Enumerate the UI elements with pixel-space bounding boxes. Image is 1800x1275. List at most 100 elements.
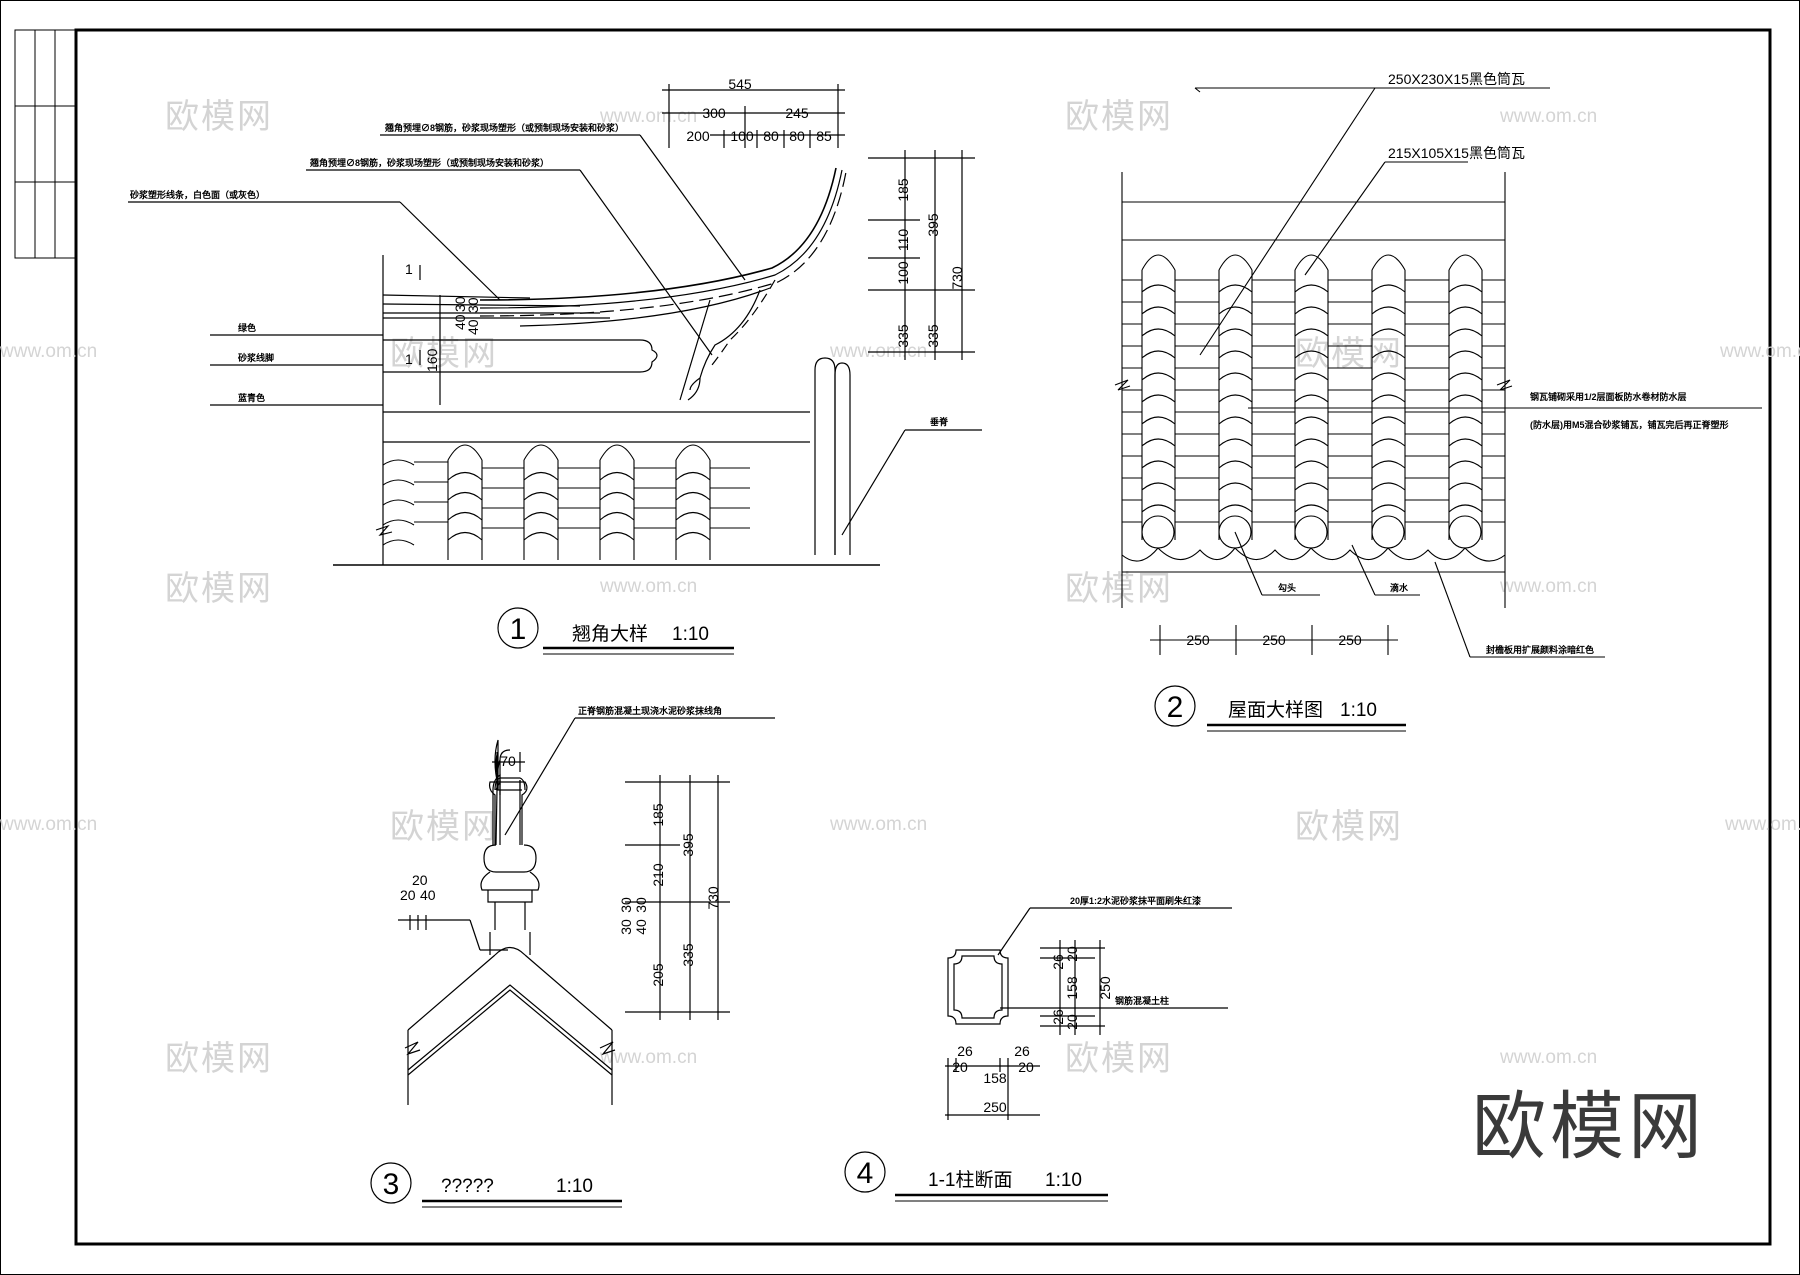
svg-text:85: 85 [816,128,832,144]
svg-text:250: 250 [1097,976,1113,1000]
svg-text:26: 26 [1050,1009,1066,1025]
svg-text:勾头: 勾头 [1278,582,1296,593]
svg-text:20: 20 [1018,1059,1034,1075]
svg-text:335: 335 [895,324,911,348]
svg-text:翘角预埋∅8钢筋，砂浆现场塑形（或预制现场安装和砂浆）: 翘角预埋∅8钢筋，砂浆现场塑形（或预制现场安装和砂浆） [384,122,624,133]
detail-1-title: 翘角大样 [572,623,648,645]
svg-text:730: 730 [705,886,721,910]
detail-1-text: 545 300 245 200 100 80 80 85 185 110 100… [130,76,965,427]
detail-3-scale: 1:10 [556,1176,593,1197]
detail-4-marker [844,1151,886,1193]
watermarks: 欧模网 www.om.cn 欧模网 www.om.cn www.om.cn 欧模… [0,98,1800,1078]
svg-text:26: 26 [1050,954,1066,970]
drawing-frame [74,28,1772,1246]
detail-3-marker [370,1162,412,1204]
svg-text:730: 730 [949,266,965,290]
svg-text:正脊钢筋混凝土现浇水泥砂浆抹线角: 正脊钢筋混凝土现浇水泥砂浆抹线角 [578,705,722,716]
svg-text:1: 1 [405,351,413,367]
svg-text:205: 205 [650,963,666,987]
watermark-brand: 欧模网 [1065,1040,1173,1078]
watermark-brand: 欧模网 [390,335,498,373]
svg-text:300: 300 [702,105,726,121]
svg-text:垂脊: 垂脊 [930,416,949,427]
detail-1-marker [497,607,539,649]
watermark-brand: 欧模网 [165,98,273,136]
svg-text:30: 30 [618,897,634,913]
svg-text:钢筋混凝土柱: 钢筋混凝土柱 [1115,995,1169,1006]
watermark-url: www.om.cn [1499,106,1597,127]
watermark-url: www.om.cn [0,814,97,835]
detail-3-text: 70 20 20 40 185 395 210 730 30 30 40 30 … [400,705,722,987]
detail-3-title: ????? [441,1176,494,1197]
svg-text:26: 26 [1014,1043,1030,1059]
svg-text:200: 200 [686,128,710,144]
watermark-url: www.om.cn [599,106,697,127]
svg-text:40: 40 [465,319,481,335]
svg-text:20: 20 [1064,1014,1080,1030]
svg-text:335: 335 [925,324,941,348]
svg-text:100: 100 [895,261,911,285]
watermark-url: www.om.cn [599,576,697,597]
detail-4-title: 1-1柱断面 [928,1169,1012,1191]
svg-text:绿色: 绿色 [238,322,256,333]
svg-text:30: 30 [452,296,468,312]
svg-text:245: 245 [785,105,809,121]
watermark-brand: 欧模网 [1295,335,1403,373]
svg-text:335: 335 [680,943,696,967]
svg-text:20: 20 [400,887,416,903]
svg-text:20厚1:2水泥砂浆抹平面刷朱红漆: 20厚1:2水泥砂浆抹平面刷朱红漆 [1070,895,1201,906]
svg-text:250: 250 [1338,632,1362,648]
svg-text:395: 395 [680,833,696,857]
brand-logo: 欧模网 [1472,1085,1706,1168]
svg-text:80: 80 [763,128,779,144]
svg-text:158: 158 [983,1070,1007,1086]
svg-text:40: 40 [420,887,436,903]
watermark-brand: 欧模网 [1065,570,1173,608]
svg-text:20: 20 [412,872,428,888]
svg-text:250: 250 [1262,632,1286,648]
detail-1-eave-corner [128,84,982,566]
svg-text:20: 20 [952,1059,968,1075]
detail-1-roof-tiles [375,444,750,560]
svg-text:210: 210 [650,863,666,887]
svg-text:250X230X15黑色筒瓦: 250X230X15黑色筒瓦 [1388,71,1525,87]
detail-1-label: 1 翘角大样 1:10 [497,607,734,655]
svg-text:545: 545 [728,76,752,92]
svg-text:215X105X15黑色筒瓦: 215X105X15黑色筒瓦 [1388,145,1525,161]
svg-text:1: 1 [405,261,413,277]
svg-text:40: 40 [633,919,649,935]
watermark-url: www.om.cn [1499,1047,1597,1068]
svg-text:钢瓦铺砌采用1/2层面板防水卷材防水层: 钢瓦铺砌采用1/2层面板防水卷材防水层 [1530,391,1687,402]
detail-4-scale: 1:10 [1045,1170,1082,1191]
watermark-brand: 欧模网 [1065,98,1173,136]
svg-text:蓝青色: 蓝青色 [238,392,265,403]
detail-2-scale: 1:10 [1340,700,1377,721]
detail-4-text: 26 26 20 20 158 250 20 26 158 250 26 20 … [952,895,1201,1115]
svg-text:185: 185 [895,178,911,202]
svg-text:158: 158 [1064,976,1080,1000]
svg-text:30: 30 [633,897,649,913]
svg-text:250: 250 [1186,632,1210,648]
svg-text:滴水: 滴水 [1390,582,1409,593]
detail-4-column-section [945,907,1232,1120]
detail-3-ridge-section [398,717,775,1105]
svg-text:26: 26 [957,1043,973,1059]
detail-2-number: 2 [1167,691,1184,724]
watermark-brand: 欧模网 [1295,808,1403,846]
svg-text:30: 30 [618,919,634,935]
watermark-url: www.om.cn [1724,814,1800,835]
watermark-url: www.om.cn [1499,576,1597,597]
svg-text:250: 250 [983,1099,1007,1115]
svg-text:80: 80 [789,128,805,144]
watermark-brand: 欧模网 [165,570,273,608]
svg-text:(防水层)用M5混合砂浆铺瓦，铺瓦完后再正脊塑形: (防水层)用M5混合砂浆铺瓦，铺瓦完后再正脊塑形 [1530,419,1729,430]
svg-text:20: 20 [1064,946,1080,962]
detail-2-roof-plan [1114,87,1762,658]
detail-3-label: 3 ????? 1:10 [370,1162,622,1208]
svg-text:395: 395 [925,213,941,237]
svg-text:160: 160 [424,348,440,372]
svg-text:40: 40 [452,314,468,330]
svg-text:砂浆线脚: 砂浆线脚 [238,352,274,363]
detail-1-number: 1 [510,613,527,646]
